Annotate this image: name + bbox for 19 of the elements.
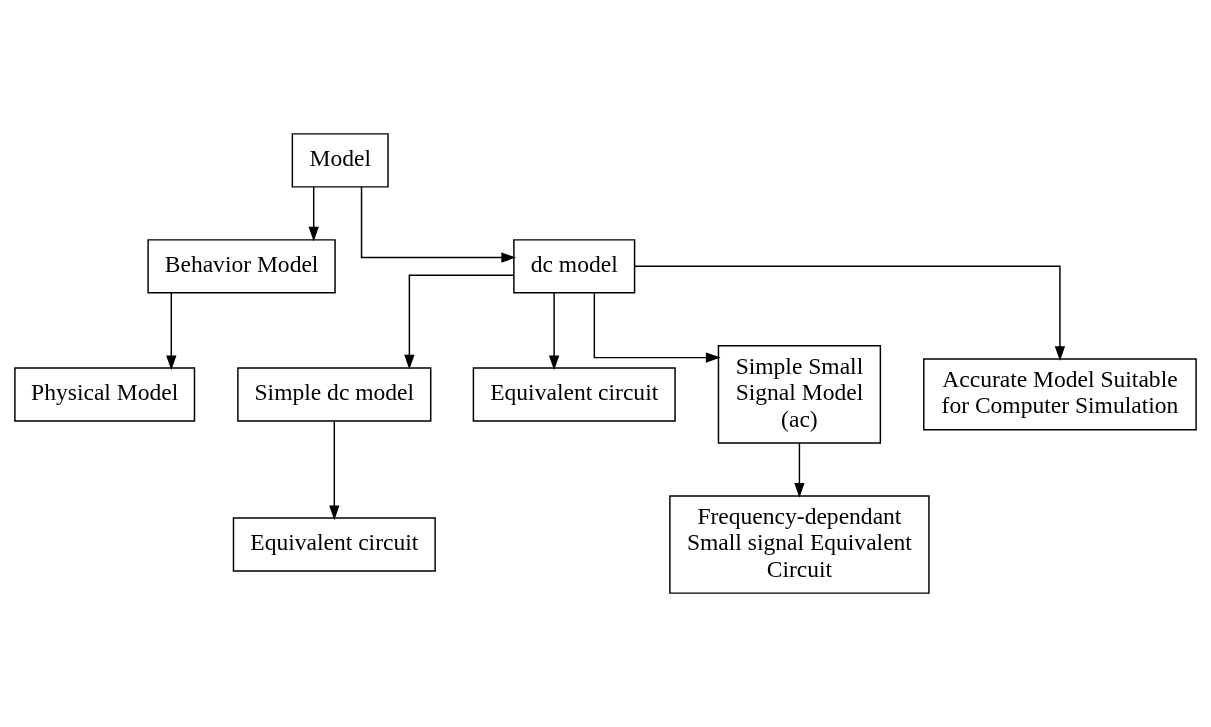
arrow: [360, 186, 517, 263]
node-box: Equivalent circuit: [232, 517, 436, 572]
arrow: [593, 292, 721, 363]
arrow: [794, 442, 805, 498]
arrow: [548, 292, 560, 371]
node-box: dc model: [513, 239, 636, 294]
node-box: Simple dc model: [237, 367, 432, 422]
node-box: Physical Model: [14, 367, 196, 422]
node-box: Equivalent circuit: [472, 367, 676, 422]
arrow: [308, 186, 319, 242]
arrow: [404, 274, 515, 370]
node-box: Accurate Model Suitable for Computer Simulation: [923, 358, 1197, 431]
node-box: Behavior Model: [147, 239, 336, 294]
node-box: Model: [291, 133, 389, 188]
arrow: [329, 420, 340, 521]
arrow: [166, 292, 177, 371]
node-box: Frequency-dependant Small signal Equivalent Circuit: [669, 495, 930, 594]
arrow: [634, 265, 1066, 361]
node-box: Simple Small Signal Model (ac): [717, 345, 882, 444]
